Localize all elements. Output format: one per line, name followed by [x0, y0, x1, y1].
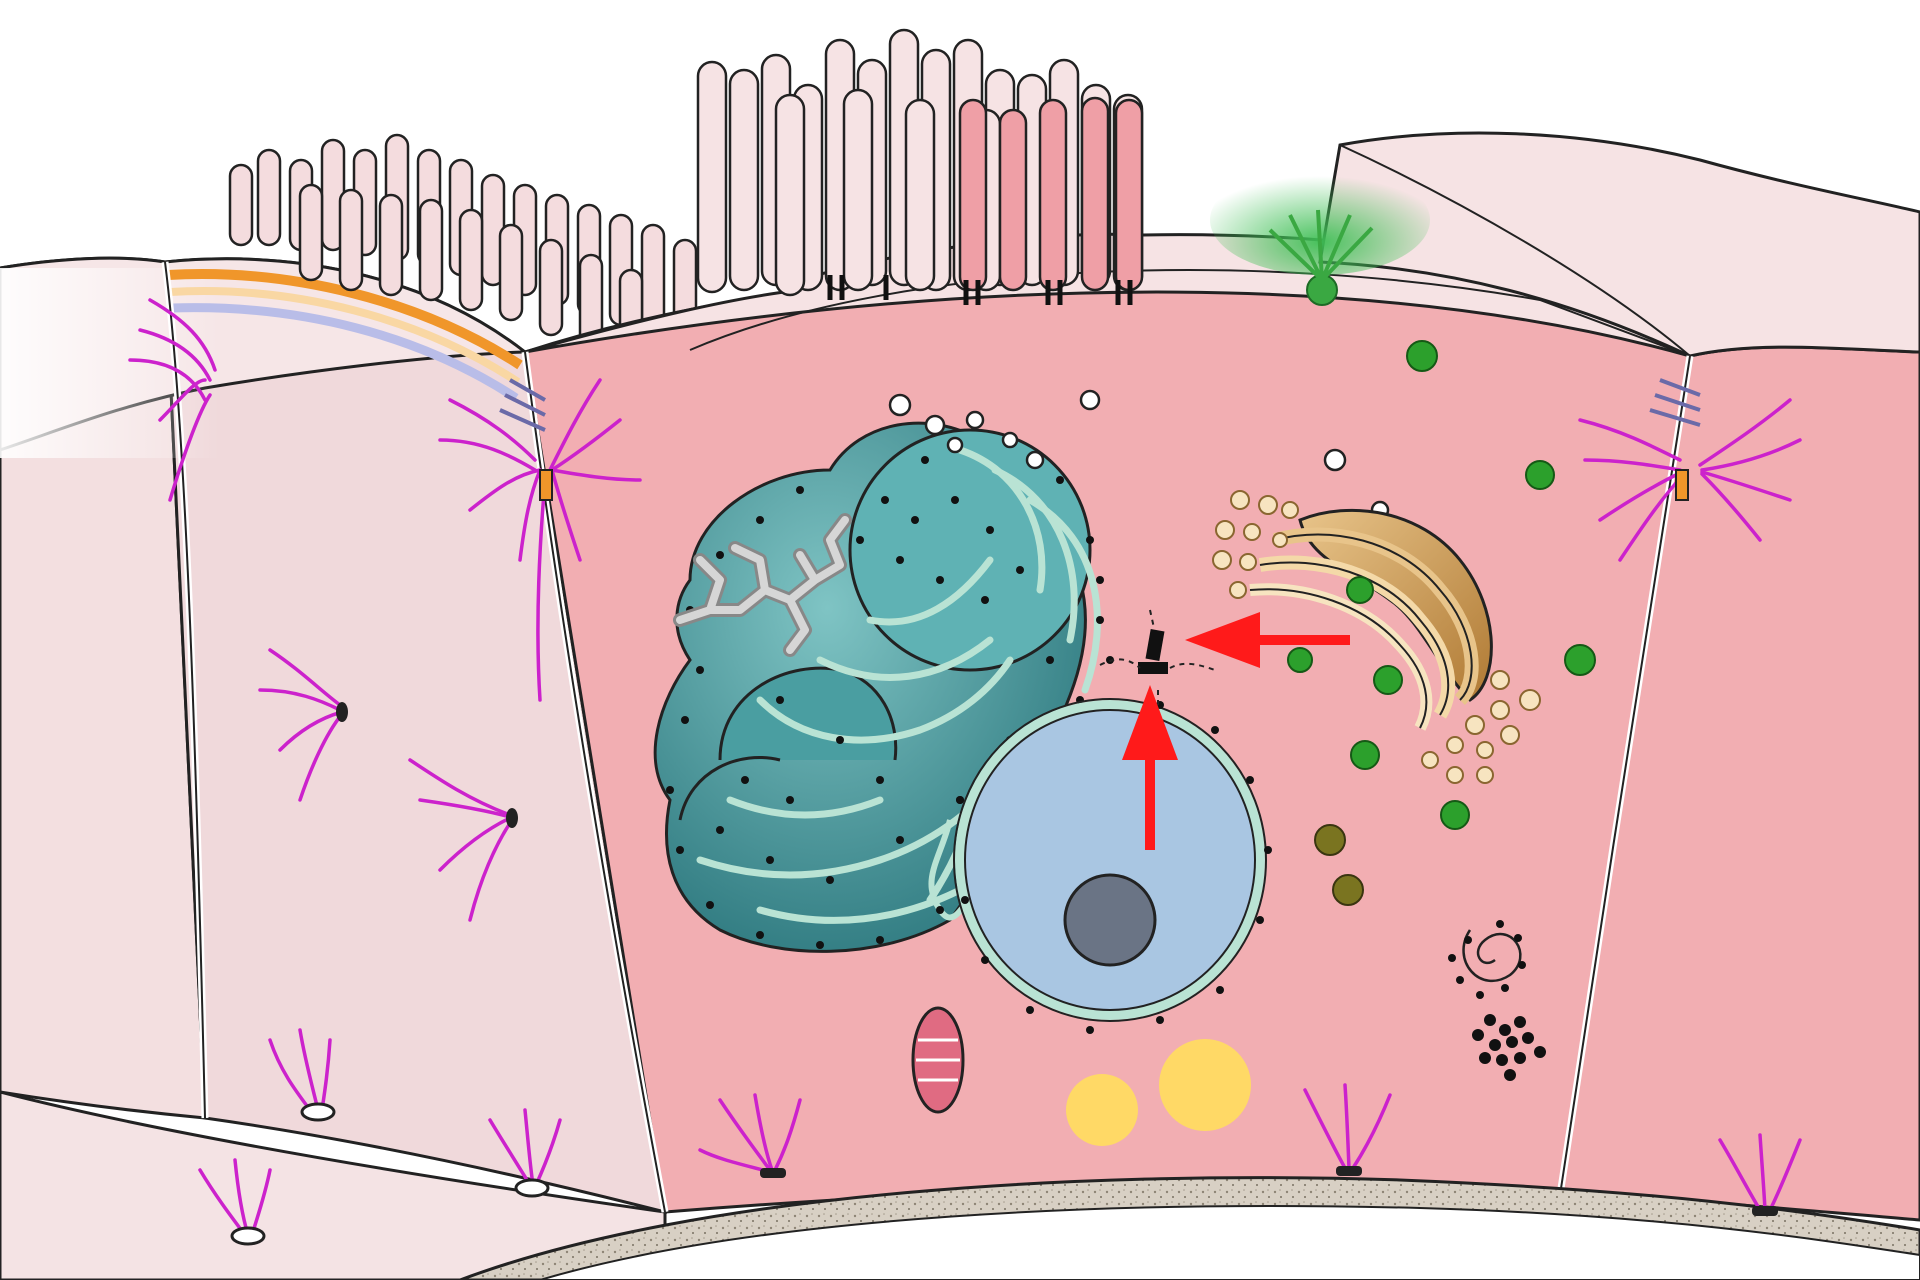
basal-body-marks [827, 275, 1133, 305]
nucleolus [1063, 873, 1157, 967]
glycogen-cluster [1472, 1014, 1546, 1081]
centrosome [1099, 609, 1216, 705]
right-neighbor-cell [1318, 131, 1920, 1222]
mitochondrion [911, 1006, 965, 1114]
lipid-droplet [1066, 1039, 1251, 1146]
secretory-vesicle-clear [888, 389, 1390, 520]
cilia [958, 96, 1144, 292]
microvilli-left [228, 133, 698, 352]
secretory-granules [1287, 340, 1596, 830]
apical-junction-complex [499, 378, 1701, 501]
nucleus [953, 698, 1272, 1034]
lysosome [1448, 920, 1526, 999]
pathway-arrows [1122, 612, 1350, 850]
basement-membrane [459, 1176, 1920, 1280]
golgi-apparatus [1212, 490, 1541, 784]
apical-secretion [1210, 165, 1430, 306]
secretory-granules-dark [1314, 824, 1364, 906]
desmosome-plaques [230, 702, 1778, 1246]
microvilli-center [696, 28, 1144, 297]
left-neighbor-cell [0, 256, 667, 1280]
